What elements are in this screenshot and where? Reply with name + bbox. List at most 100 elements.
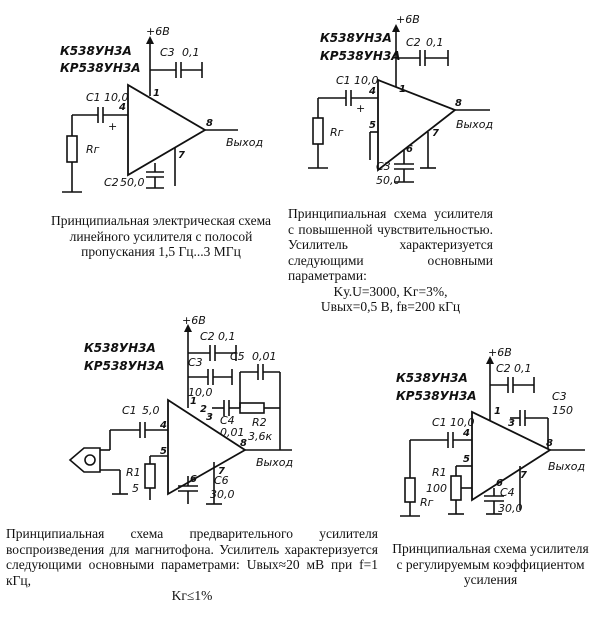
- cap-value: 0,1: [426, 36, 444, 49]
- cap-value: 10,0: [354, 74, 379, 87]
- chip-label: КР538УН3А: [84, 359, 165, 373]
- pin-label: 6: [406, 144, 413, 155]
- cap-value: 30,0: [498, 502, 523, 515]
- cap-value: 0,01: [252, 350, 277, 363]
- resistor-ref: R1: [432, 466, 447, 479]
- pin-label: 2: [200, 404, 207, 415]
- cap-value: 10,0: [188, 386, 213, 399]
- chip-label: К538УН3А: [320, 31, 392, 45]
- diagram-4: К538УН3А КР538УН3А +6В С2 0,1 С3 150 1 3…: [396, 346, 585, 517]
- pin-label: 5: [160, 446, 167, 457]
- cap-ref: С1: [122, 404, 137, 417]
- cap-ref: С3: [160, 46, 175, 59]
- chip-label: К538УН3А: [60, 44, 132, 58]
- cap-ref: С1: [336, 74, 351, 87]
- cap-ref: С5: [230, 350, 245, 363]
- supply-label: +6В: [396, 13, 420, 26]
- svg-text:+: +: [108, 120, 117, 133]
- caption-diagram-1: Принципиальная электрическая схема линей…: [48, 213, 274, 260]
- pin-label: 8: [240, 438, 247, 449]
- caption-params: Kг≤1%: [171, 588, 213, 603]
- cap-value: 0,1: [514, 362, 532, 375]
- cap-value: 50,0: [376, 174, 401, 187]
- cap-ref: С2: [496, 362, 511, 375]
- caption-params: Uвых=0,5 В, fв=200 кГц: [320, 299, 461, 314]
- cap-value: 150: [552, 404, 573, 417]
- pin-label: 8: [546, 438, 553, 449]
- amplifier-symbol: [127, 83, 207, 177]
- supply-label: +6В: [182, 314, 206, 327]
- cap-value: 5,0: [142, 404, 160, 417]
- cap-ref: С4: [500, 486, 515, 499]
- supply-label: +6В: [146, 25, 170, 38]
- cap-ref: С1: [86, 91, 101, 104]
- pin-label: 5: [463, 454, 470, 465]
- supply-label: +6В: [488, 346, 512, 359]
- caption-text: Принципиальная электрическая схема линей…: [50, 213, 272, 259]
- caption-params: Kу.U=3000, Kг=3%,: [333, 283, 448, 299]
- cap-ref: С1: [432, 416, 447, 429]
- svg-text:+: +: [356, 102, 365, 115]
- diagram-2: К538УН3А КР538УН3А +6В С2 0,1 1 4 8 5 6 …: [308, 13, 493, 187]
- pin-label: 7: [178, 150, 185, 161]
- cap-ref: С4: [220, 414, 235, 427]
- pin-label: 5: [369, 120, 376, 131]
- pin-label: 8: [206, 118, 213, 129]
- chip-label: К538УН3А: [84, 341, 156, 355]
- pin-label: 8: [455, 98, 462, 109]
- pin-label: 4: [462, 428, 470, 439]
- cap-value: 10,0: [450, 416, 475, 429]
- resistor-ref: R2: [252, 416, 267, 429]
- cap-ref: С2: [406, 36, 421, 49]
- cap-ref: С3: [188, 356, 203, 369]
- resistor-label: Rг: [330, 126, 344, 139]
- cap-value: 30,0: [210, 488, 235, 501]
- chip-label: К538УН3А: [396, 371, 468, 385]
- diagram-1: К538УН3А КР538УН3А +6В С3 0,1 1 4 8 7 С1…: [60, 25, 263, 193]
- cap-value: 50,0: [120, 176, 145, 189]
- output-label: Выход: [548, 460, 585, 473]
- diagram-3: К538УН3А КР538УН3А +6В С2 0,1 С3 10,0 С5…: [68, 314, 293, 505]
- cap-ref: С3: [376, 160, 391, 173]
- resistor-value: 3,6к: [248, 430, 272, 443]
- chip-label: КР538УН3А: [396, 389, 477, 403]
- pin-label: 1: [399, 84, 406, 95]
- cap-ref: С2: [200, 330, 215, 343]
- cap-value: 10,0: [104, 91, 129, 104]
- pin-label: 4: [159, 420, 167, 431]
- chip-label: КР538УН3А: [60, 61, 141, 75]
- cap-value: 0,01: [220, 426, 245, 439]
- output-label: Выход: [226, 136, 263, 149]
- pin-label: 1: [494, 406, 501, 417]
- cap-ref: С3: [552, 390, 567, 403]
- pin-label: 3: [508, 418, 515, 429]
- output-label: Выход: [256, 456, 293, 469]
- resistor-ref: R1: [126, 466, 141, 479]
- amplifier-symbol: [167, 398, 247, 496]
- cap-ref: С2: [104, 176, 119, 189]
- caption-diagram-3: Принципиальная схема предварительного ус…: [6, 526, 378, 604]
- pin-label: 7: [432, 128, 439, 139]
- pin-label: 4: [118, 102, 126, 113]
- caption-text: Принципиальная схема предварительного ус…: [6, 526, 378, 588]
- caption-diagram-2: Принципиальная схема усилителя с повышен…: [288, 206, 493, 315]
- output-label: Выход: [456, 118, 493, 131]
- amplifier-symbol: [471, 410, 552, 502]
- resistor-label: Rг: [86, 143, 100, 156]
- cap-value: 0,1: [218, 330, 236, 343]
- pin-label: 7: [218, 466, 225, 477]
- pin-label: 3: [206, 412, 213, 423]
- cap-value: 0,1: [182, 46, 200, 59]
- pin-label: 1: [153, 88, 160, 99]
- pin-label: 6: [496, 478, 503, 489]
- pin-label: 7: [520, 470, 527, 481]
- amplifier-symbol: [377, 78, 457, 172]
- caption-text: Принципиальная схема усилителя с повышен…: [288, 206, 493, 283]
- caption-text: Принципиальная схема усилителя с регулир…: [392, 541, 589, 587]
- pin-label: 6: [190, 474, 197, 485]
- resistor-ref: Rг: [420, 496, 434, 509]
- cap-ref: С6: [214, 474, 229, 487]
- resistor-value: 5: [132, 482, 139, 495]
- chip-label: КР538УН3А: [320, 49, 401, 63]
